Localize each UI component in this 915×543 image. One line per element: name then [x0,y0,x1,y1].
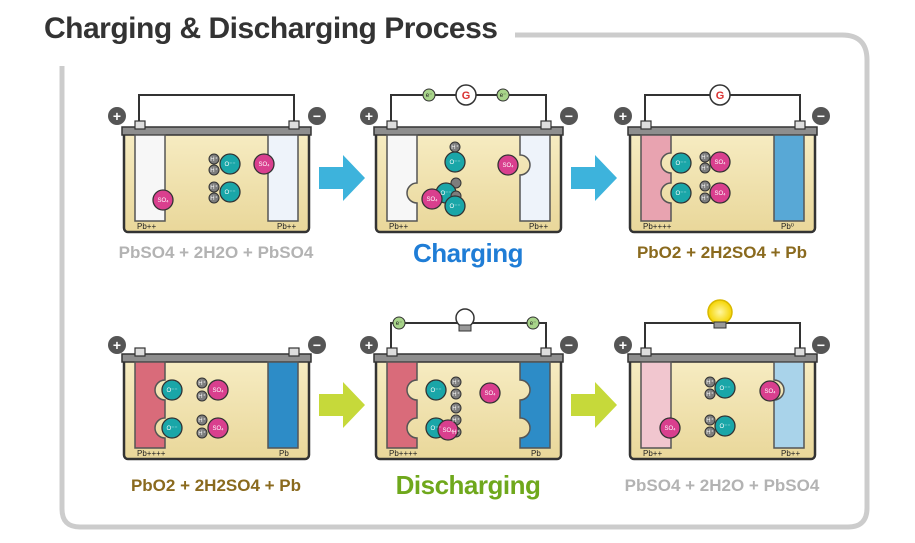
minus-sign: − [313,337,321,353]
frame-border [59,32,870,530]
hydrogen-ion-label: H⁺ [706,429,714,436]
hydrogen-ion-label: H⁺ [706,391,714,398]
galvanometer-label: G [716,90,725,102]
cell-r2-charged [121,347,312,461]
hydrogen-ion-label: H⁺ [451,144,459,151]
plus-sign: + [113,337,121,353]
oxygen-ion-label: O⁻⁻ [719,424,730,430]
plate-label: Pb++++ [389,449,418,458]
hydrogen-ion-label: H⁺ [452,391,460,398]
hydrogen-ion-label: H⁺ [198,393,206,400]
plate-label: Pb [531,449,541,458]
hydrogen-ion-label: H⁺ [701,154,709,161]
plus-sign: + [113,108,121,124]
plus-sign: + [619,337,627,353]
terminal-markers [108,107,830,354]
plate-label: Pb++ [643,449,662,458]
cell-r1-charging [373,84,564,234]
equation-r2-end: PbSO4 + 2H2O + PbSO4 [624,476,820,495]
sulfate-ion-label: SO₄ [664,426,676,432]
plate-label: Pb⁰ [781,222,794,231]
equation-r1-start: PbSO4 + 2H2O + PbSO4 [118,243,314,262]
hydrogen-ion-label: H⁺ [210,156,218,163]
sulfate-ion-label: SO₄ [442,428,454,434]
hydrogen-ion-label: H⁺ [210,167,218,174]
minus-sign: − [565,337,573,353]
sulfate-ion-label: SO₄ [714,191,726,197]
sulfate-ion-label: SO₄ [258,162,270,168]
minus-sign: − [313,108,321,124]
arrow-charge-2 [571,155,617,201]
sulfate-ion-label: SO₄ [426,197,438,203]
hydrogen-ion-label: H⁺ [706,379,714,386]
equation-r1-end: PbO2 + 2H2SO4 + Pb [636,243,808,262]
plate-label: Pb++ [137,222,156,231]
minus-sign: − [565,108,573,124]
oxygen-ion-label: O⁻⁻ [449,204,460,210]
plus-sign: + [365,108,373,124]
process-label-discharging: Discharging [395,470,541,500]
minus-sign: − [817,108,825,124]
process-label-charging: Charging [412,238,524,268]
hydrogen-ion-label: H⁺ [198,380,206,387]
hydrogen-ion-label: H⁺ [198,430,206,437]
oxygen-ion-label: O⁻⁻ [675,191,686,197]
oxygen-ion-label: O⁻⁻ [224,162,235,168]
hydrogen-ion-label: H⁺ [210,184,218,191]
galvanometer-label: G [462,90,471,102]
page-title: Charging & Discharging Process [44,12,498,45]
plate-label: Pb [279,449,289,458]
equation-r2-start: PbO2 + 2H2SO4 + Pb [130,476,302,495]
plus-sign: + [365,337,373,353]
cell-r2-discharged [627,299,818,461]
hydrogen-ion-label: H⁺ [198,417,206,424]
sulfate-ion-label: SO₄ [764,389,776,395]
electron-label: e⁻ [396,321,403,327]
oxygen-ion-label: O⁻⁻ [440,191,451,197]
oxygen-ion-label: O⁻⁻ [430,426,441,432]
arrow-discharge-1 [319,382,365,428]
plate-label: Pb++ [277,222,296,231]
cell-r2-discharging [373,308,564,461]
hydrogen-ion-label: H⁺ [210,195,218,202]
hydrogen-ion-label: H⁺ [701,195,709,202]
oxygen-ion-label: O⁻⁻ [166,388,177,394]
plate-label: Pb++ [781,449,800,458]
hydrogen-ion-label: H⁺ [701,183,709,190]
plate-label: Pb++++ [643,222,672,231]
sulfate-ion-label: SO₄ [157,198,169,204]
hydrogen-ion-label: H⁺ [452,417,460,424]
plate-label: Pb++++ [137,449,166,458]
sulfate-ion-label: SO₄ [212,388,224,394]
sulfate-ion-label: SO₄ [502,163,514,169]
electron-label: e⁻ [500,93,507,99]
hydrogen-ion-label: H⁺ [706,417,714,424]
oxygen-ion-label: O⁻⁻ [675,161,686,167]
sulfate-ion-label: SO₄ [714,160,726,166]
plus-sign: + [619,108,627,124]
oxygen-ion-label: O⁻⁻ [430,388,441,394]
hydrogen-ion-label: H⁺ [452,405,460,412]
oxygen-ion-label: O⁻⁻ [166,426,177,432]
sulfate-ion-label: SO₄ [484,391,496,397]
hydrogen-ion-label: H⁺ [701,165,709,172]
cell-r1-charged [627,84,818,234]
electron-label: e⁻ [426,93,433,99]
minus-sign: − [817,337,825,353]
oxygen-ion-label: O⁻⁻ [719,386,730,392]
plate-label: Pb++ [389,222,408,231]
arrow-discharge-2 [571,382,617,428]
hydrogen-ion-label: H⁺ [452,379,460,386]
cell-r1-discharged [121,94,312,234]
oxygen-ion-label: O⁻⁻ [224,190,235,196]
plate-label: Pb++ [529,222,548,231]
oxygen-ion-label: O⁻⁻ [449,160,460,166]
electron-label: e⁻ [530,321,537,327]
sulfate-ion-label: SO₄ [212,426,224,432]
arrow-charge-1 [319,155,365,201]
hydrogen-ion-label: H⁺ [452,429,460,436]
